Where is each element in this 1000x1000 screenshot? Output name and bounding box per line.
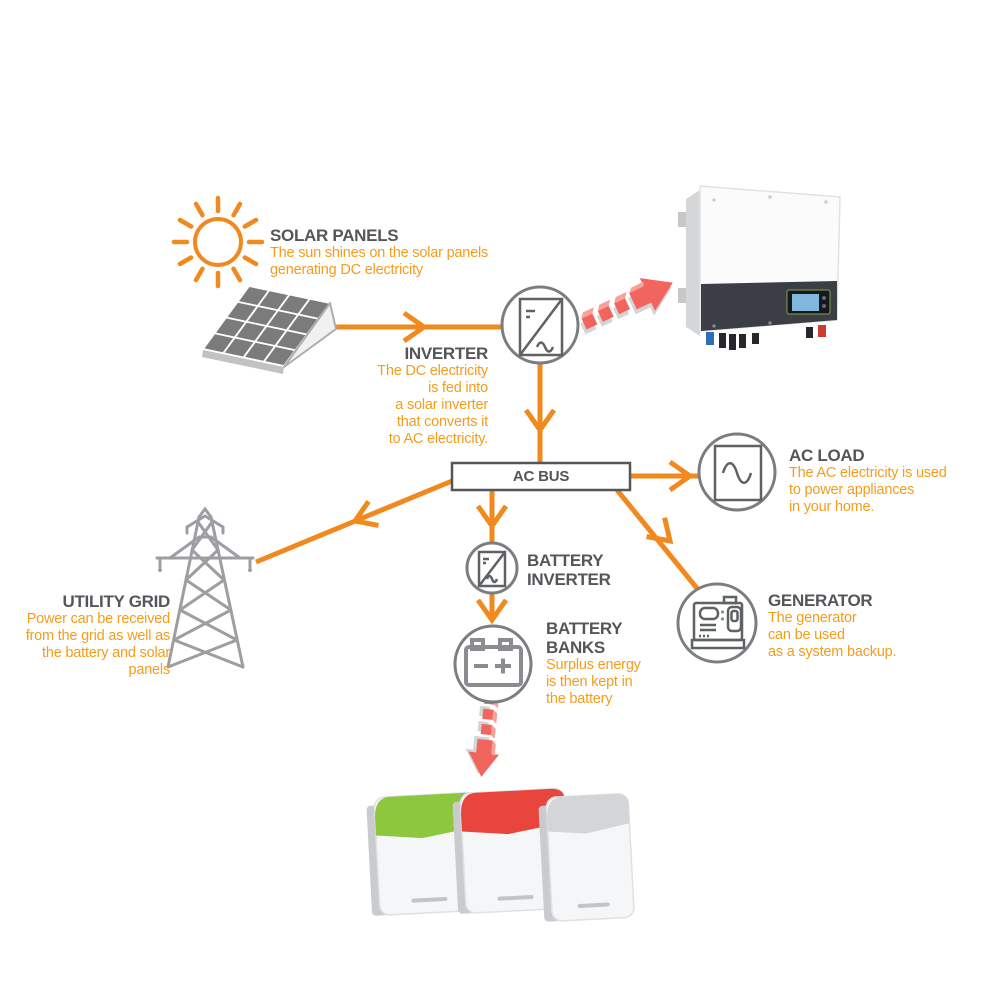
solar-panel-illustration	[202, 287, 337, 374]
battery-unit-silver	[538, 793, 635, 922]
inverter-icon	[500, 285, 580, 365]
generator-title: GENERATOR	[768, 591, 873, 610]
battery-banks-desc: Surplus energy is then kept in the batte…	[546, 657, 641, 707]
connector-inverter-to-acbus	[523, 360, 557, 463]
battery-inverter-icon	[465, 541, 519, 595]
connector-acbus-to-acload	[630, 459, 700, 493]
ac-bus-box	[450, 461, 632, 492]
connector-panel-to-inverter	[334, 310, 520, 344]
ac-load-desc: The AC electricity is used to power appl…	[789, 465, 947, 515]
solar-panels-desc: The sun shines on the solar panels gener…	[270, 245, 489, 278]
ac-load-label: AC LOAD The AC electricity is used to po…	[789, 446, 947, 516]
inverter-label: INVERTER The DC electricity is fed into …	[377, 344, 488, 448]
utility-grid-desc: Power can be received from the grid as w…	[25, 611, 170, 678]
utility-grid-title: UTILITY GRID	[62, 592, 170, 611]
connector-battery-inverter-to-banks	[475, 593, 509, 625]
inverter-title: INVERTER	[404, 344, 488, 363]
inverter-product-image	[678, 185, 841, 350]
utility-grid-label: UTILITY GRID Power can be received from …	[0, 592, 171, 679]
solar-panels-label: SOLAR PANELS The sun shines on the solar…	[270, 226, 488, 279]
battery-banks-title: BATTERY BANKS	[546, 619, 622, 657]
generator-desc: The generator can be used as a system ba…	[768, 610, 897, 660]
battery-inverter-label: BATTERY INVERTER	[527, 551, 622, 589]
utility-grid-tower-icon	[155, 506, 255, 669]
connector-acbus-to-battery-inverter	[475, 490, 509, 545]
connector-acbus-to-utility-grid	[255, 478, 453, 565]
battery-banks-icon	[453, 624, 533, 704]
red-dashed-arrow-to-inverter-product	[580, 278, 673, 335]
battery-banks-label: BATTERY BANKS Surplus energy is then kep…	[546, 619, 641, 708]
generator-icon	[676, 582, 758, 664]
inverter-desc: The DC electricity is fed into a solar i…	[377, 363, 488, 447]
battery-inverter-title: BATTERY INVERTER	[527, 551, 611, 589]
connector-acbus-to-generator	[615, 488, 702, 594]
sun-icon	[171, 195, 265, 289]
ac-bus-label: AC BUS	[512, 468, 570, 485]
generator-label: GENERATOR The generator can be used as a…	[768, 591, 897, 661]
ac-load-title: AC LOAD	[789, 446, 865, 465]
solar-panels-title: SOLAR PANELS	[270, 226, 399, 245]
battery-products-image	[366, 787, 635, 922]
ac-load-icon	[697, 432, 777, 512]
